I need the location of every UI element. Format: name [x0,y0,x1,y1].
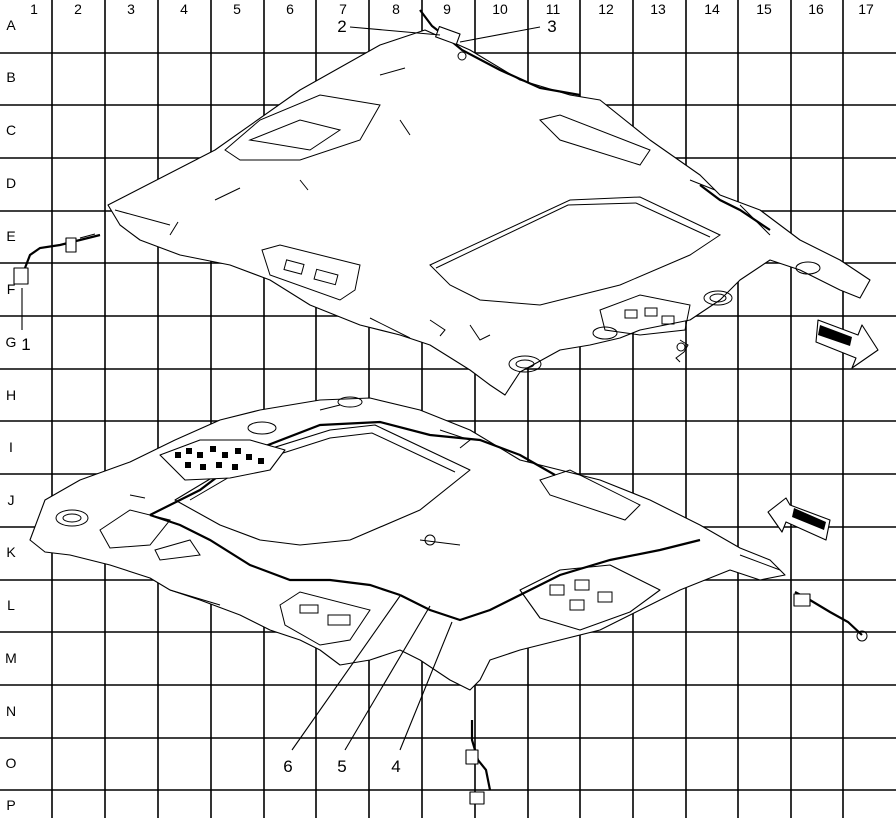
column-label: 17 [858,1,874,17]
dome-lamp [55,509,89,527]
column-label: 16 [808,1,824,17]
direction-arrow-right-icon [815,319,879,369]
callout-number: 5 [337,757,346,776]
row-label: A [6,17,16,33]
grab-handle-recess [279,591,371,646]
harness-connector [469,791,485,805]
row-label: G [6,334,17,350]
callout-1: 1 [21,288,31,354]
column-labels: 1 2 3 4 5 6 7 8 9 10 11 12 13 14 15 16 1… [30,1,874,17]
column-label: 11 [546,1,561,17]
dome-lamp [703,290,733,306]
column-label: 14 [704,1,720,17]
lower-headliner-panel [29,396,786,691]
row-label: L [7,597,15,613]
callout-2: 2 [337,17,441,36]
dome-lamp [592,326,618,340]
rear-harness-assembly [793,591,868,642]
overhead-console [599,294,691,336]
roof-wire-harness [419,9,581,97]
sunvisor-recess [99,509,171,549]
callout-number: 3 [547,17,556,36]
column-label: 9 [443,1,451,17]
row-label: K [6,544,16,560]
rear-overhead-console [519,564,661,631]
row-label: C [6,122,16,138]
callout-number: 2 [337,17,346,36]
column-label: 7 [339,1,347,17]
sunroof-opening [174,424,471,546]
dome-lamp [795,261,821,275]
column-label: 15 [756,1,772,17]
dome-lamp [508,355,542,373]
sunroof-opening [429,196,722,306]
callout-6: 6 [283,595,401,776]
callout-number: 6 [283,757,292,776]
column-label: 2 [74,1,82,17]
row-label: J [8,492,15,508]
row-label: H [6,387,16,403]
sunvisor-recess [539,469,641,521]
column-label: 1 [30,1,38,17]
harness-connector [465,749,479,765]
dome-lamp [337,396,363,408]
callout-5: 5 [337,605,431,776]
row-label: N [6,703,16,719]
harness-clip [65,237,77,253]
row-label: O [6,755,17,771]
column-label: 5 [233,1,241,17]
callout-4: 4 [391,621,453,776]
callout-number: 1 [21,335,30,354]
module-pattern [175,446,264,470]
row-label: B [6,69,15,85]
column-label: 10 [492,1,508,17]
row-label: M [5,650,17,666]
column-label: 12 [598,1,614,17]
harness-connector [793,593,811,607]
column-label: 4 [180,1,188,17]
upper-headliner-panel [107,9,871,396]
direction-arrow-left-icon [767,497,831,541]
column-label: 6 [286,1,294,17]
column-label: 13 [650,1,666,17]
sunvisor-recess [261,244,361,301]
row-label: F [7,281,16,297]
lower-harness-assembly [465,720,492,805]
left-harness-assembly [13,233,101,285]
row-label: P [6,797,15,813]
callout-number: 4 [391,757,400,776]
dome-lamp [247,421,277,435]
column-label: 3 [127,1,135,17]
row-labels: A B C D E F G H I J K L M N O P [5,17,17,813]
row-label: D [6,175,16,191]
harness-connector [435,25,461,45]
row-label: E [6,228,15,244]
rear-console [224,94,381,161]
row-label: I [9,439,13,455]
harness-connector [13,267,29,285]
column-label: 8 [392,1,400,17]
callout-3: 3 [459,17,557,43]
console-connector [675,339,689,363]
grab-handle-recess [539,114,651,166]
